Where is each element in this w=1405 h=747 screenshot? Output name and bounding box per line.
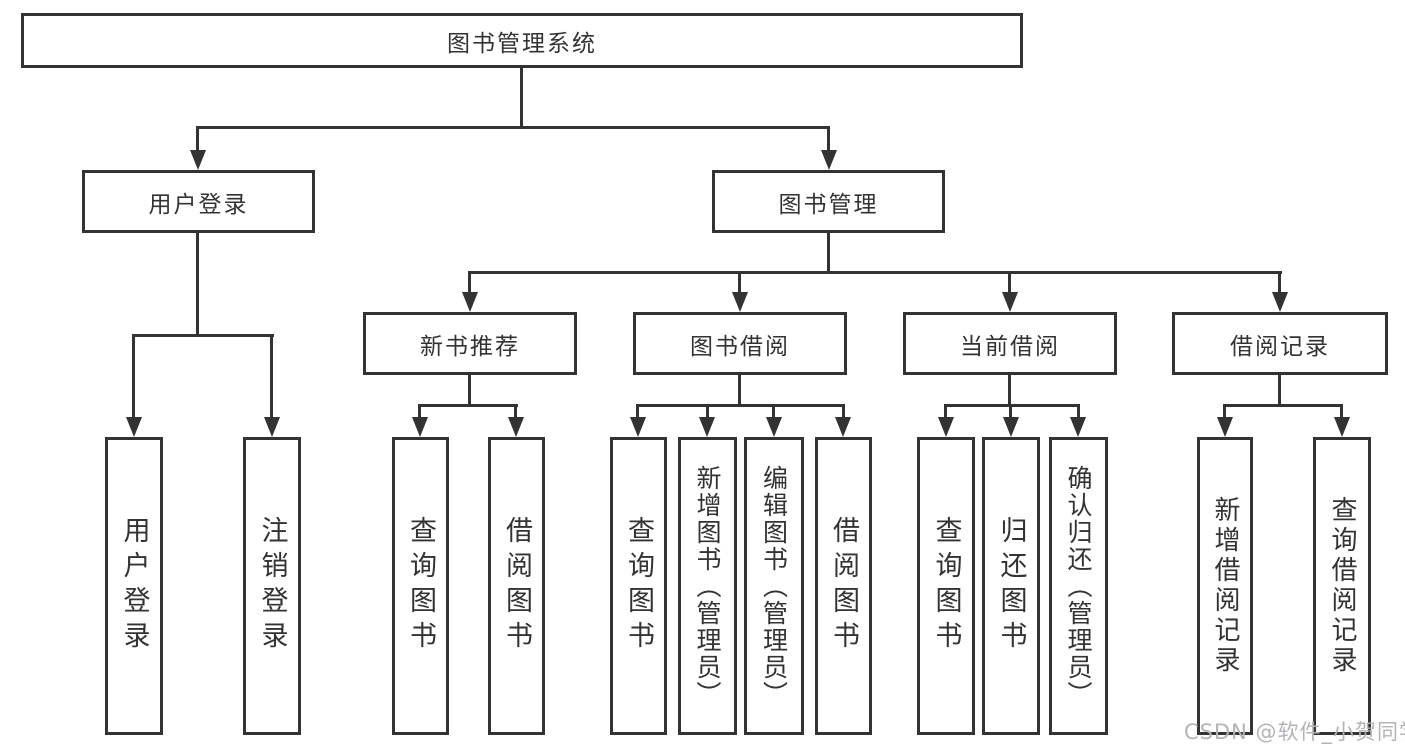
connector-line <box>520 68 523 129</box>
leaf-confirm-return-admin: 确认归还（管理员） <box>1049 437 1108 735</box>
connector-line <box>738 375 741 407</box>
leaf-return-books: 归还图书 <box>982 437 1040 735</box>
leaf-borrow-books-1-label: 借阅图书 <box>501 516 532 656</box>
leaf-add-books-admin-label: 新增图书（管理员） <box>693 464 722 708</box>
node-new-book-rec-label: 新书推荐 <box>420 333 520 360</box>
connector-line <box>196 126 199 154</box>
arrowhead-down-icon <box>462 292 478 312</box>
node-root: 图书管理系统 <box>21 13 1023 68</box>
node-book-mgmt-label: 图书管理 <box>778 191 879 218</box>
leaf-query-books-1-label: 查询图书 <box>405 516 436 656</box>
connector-line <box>1278 375 1281 407</box>
connector-line <box>270 334 273 420</box>
leaf-borrow-books-1: 借阅图书 <box>488 437 545 735</box>
node-root-label: 图书管理系统 <box>447 30 597 57</box>
arrowhead-down-icon <box>821 150 837 170</box>
arrowhead-down-icon <box>412 417 428 437</box>
leaf-query-borrow-record: 查询借阅记录 <box>1313 437 1371 735</box>
leaf-query-books-3: 查询图书 <box>917 437 975 735</box>
leaf-confirm-return-admin-label: 确认归还（管理员） <box>1064 464 1093 708</box>
csdn-watermark: CSDN @软件_小贺同学 <box>1184 720 1405 744</box>
leaf-logout-login-label: 注销登录 <box>256 516 288 656</box>
connector-line <box>827 233 830 274</box>
arrowhead-down-icon <box>264 417 280 437</box>
arrowhead-down-icon <box>1003 417 1019 437</box>
leaf-borrow-books-2: 借阅图书 <box>815 437 872 735</box>
arrowhead-down-icon <box>938 417 954 437</box>
connector-line <box>944 404 947 420</box>
connector-line <box>468 271 471 295</box>
connector-line <box>132 334 135 420</box>
connector-line <box>1008 375 1011 407</box>
arrowhead-down-icon <box>766 417 782 437</box>
leaf-return-books-label: 归还图书 <box>995 516 1027 656</box>
connector-line <box>1340 404 1343 420</box>
connector-line <box>1008 271 1011 295</box>
arrowhead-down-icon <box>1070 417 1086 437</box>
leaf-add-books-admin: 新增图书（管理员） <box>678 437 737 735</box>
connector-line <box>636 404 639 420</box>
leaf-query-books-1: 查询图书 <box>392 437 449 735</box>
node-new-book-rec: 新书推荐 <box>363 312 577 375</box>
leaf-add-borrow-record-label: 新增借阅记录 <box>1210 496 1240 676</box>
connector-line <box>706 404 709 420</box>
connector-line <box>1009 404 1012 420</box>
node-book-borrow: 图书借阅 <box>633 312 847 375</box>
node-current-borrow-label: 当前借阅 <box>960 333 1060 360</box>
node-book-mgmt: 图书管理 <box>712 170 945 233</box>
connector-line <box>827 126 830 154</box>
leaf-edit-books-admin-label: 编辑图书（管理员） <box>759 464 789 708</box>
connector-line <box>1223 404 1343 407</box>
arrowhead-down-icon <box>126 417 142 437</box>
node-borrow-records: 借阅记录 <box>1172 312 1388 375</box>
connector-line <box>842 404 845 420</box>
node-book-borrow-label: 图书借阅 <box>690 333 790 360</box>
connector-line <box>418 404 518 407</box>
connector-line <box>196 233 199 337</box>
arrowhead-down-icon <box>508 417 524 437</box>
connector-line <box>772 404 775 420</box>
arrowhead-down-icon <box>1002 292 1018 312</box>
leaf-logout-login: 注销登录 <box>243 437 301 735</box>
node-borrow-records-label: 借阅记录 <box>1230 333 1330 360</box>
arrowhead-down-icon <box>190 150 206 170</box>
connector-line <box>196 126 830 129</box>
leaf-query-books-2-label: 查询图书 <box>623 516 654 656</box>
node-current-borrow: 当前借阅 <box>903 312 1117 375</box>
arrowhead-down-icon <box>1217 417 1233 437</box>
connector-line <box>418 404 421 420</box>
connector-line <box>468 375 471 407</box>
arrowhead-down-icon <box>835 417 851 437</box>
connector-line <box>738 271 741 295</box>
connector-line <box>636 404 845 407</box>
arrowhead-down-icon <box>630 417 646 437</box>
connector-line <box>1278 271 1281 295</box>
connector-line <box>132 334 274 337</box>
leaf-user-login-label: 用户登录 <box>118 516 150 656</box>
leaf-query-borrow-record-label: 查询借阅记录 <box>1327 496 1357 676</box>
arrowhead-down-icon <box>1272 292 1288 312</box>
leaf-query-books-3-label: 查询图书 <box>930 516 962 656</box>
leaf-edit-books-admin: 编辑图书（管理员） <box>744 437 804 735</box>
leaf-borrow-books-2-label: 借阅图书 <box>828 516 859 656</box>
node-user-login-label: 用户登录 <box>148 191 249 218</box>
leaf-query-books-2: 查询图书 <box>610 437 667 735</box>
connector-line <box>468 271 1282 274</box>
leaf-user-login: 用户登录 <box>105 437 163 735</box>
connector-line <box>1223 404 1226 420</box>
leaf-add-borrow-record: 新增借阅记录 <box>1197 437 1253 735</box>
arrowhead-down-icon <box>732 292 748 312</box>
arrowhead-down-icon <box>699 417 715 437</box>
node-user-login: 用户登录 <box>82 170 315 233</box>
connector-line <box>944 404 1080 407</box>
arrowhead-down-icon <box>1334 417 1350 437</box>
connector-line <box>514 404 517 420</box>
connector-line <box>1077 404 1080 420</box>
